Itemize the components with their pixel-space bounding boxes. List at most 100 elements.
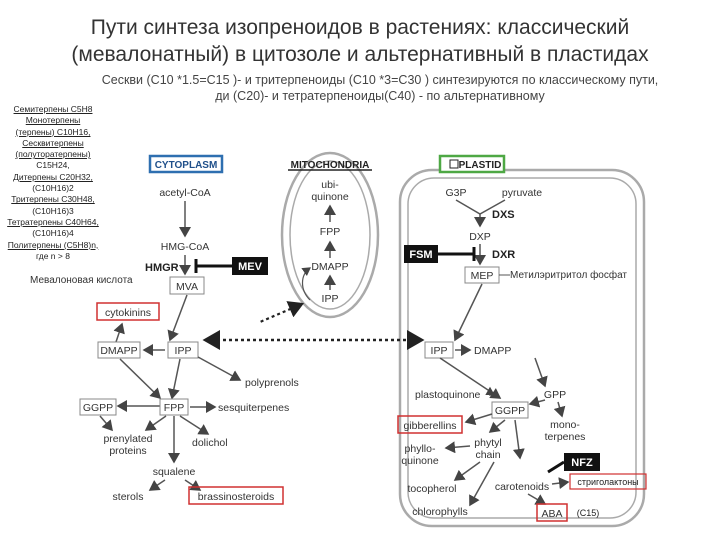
arrow xyxy=(167,294,188,342)
cytokinins-highlight: cytokinins xyxy=(96,302,160,321)
mitochondrion-inner-membrane xyxy=(289,160,371,310)
svg-text:cytokinins: cytokinins xyxy=(105,307,151,319)
carotenoids-node: carotenoids xyxy=(495,481,549,493)
arrow xyxy=(527,493,547,505)
nfz-inhibition-line xyxy=(547,460,565,474)
plastid-header: PLASTID xyxy=(438,154,506,174)
svg-text:ABA: ABA xyxy=(541,508,562,520)
svg-text:GGPP: GGPP xyxy=(495,405,525,417)
terpene-class-list: Семитерпены C5H8 Монотерпены (терпены) C… xyxy=(2,104,104,262)
terpene-item[interactable]: Политерпены (C5H8)n, xyxy=(7,239,99,250)
arrow xyxy=(512,419,525,460)
title-line-2: (мевалонатный) в цитозоле и альтернативн… xyxy=(71,43,649,66)
svg-text:FPP: FPP xyxy=(164,402,184,414)
terpene-item: (C10H16)2 xyxy=(32,183,74,194)
terpene-item[interactable]: (терпены) C10H16, xyxy=(15,126,91,137)
mitochondrion-outline xyxy=(280,151,380,319)
svg-text:MVA: MVA xyxy=(176,281,198,293)
terpene-item[interactable]: (полуторатерпены) xyxy=(15,149,91,160)
gibberellins-highlight: gibberellins xyxy=(397,415,463,434)
mito-ipp-node: IPP xyxy=(322,293,339,305)
arrow xyxy=(528,395,546,408)
ubiquinone-line-1: ubi- xyxy=(321,179,339,191)
aba-highlight: ABA xyxy=(536,503,568,522)
arrow xyxy=(113,322,125,343)
dolichol-node: dolichol xyxy=(192,437,228,449)
terpene-item[interactable]: Тритерпены C30H48, xyxy=(11,194,95,205)
arrow xyxy=(144,415,167,431)
svg-text:NFZ: NFZ xyxy=(571,457,593,469)
cyto-ipp-node: IPP xyxy=(167,341,199,359)
squalene-node: squalene xyxy=(153,466,196,478)
mito-exchange-arrow xyxy=(259,301,305,324)
terpene-item[interactable]: Семитерпены C5H8 xyxy=(13,104,93,114)
arrow xyxy=(301,267,311,301)
arrow xyxy=(148,479,166,491)
page-title: Пути синтеза изопреноидов в растениях: к… xyxy=(0,14,720,68)
arrow xyxy=(553,401,566,418)
arrow xyxy=(119,358,162,400)
chlorophylls-node: chlorophylls xyxy=(412,506,467,518)
terpene-item[interactable]: Сесквитерпены xyxy=(22,137,84,148)
terpene-item[interactable]: Дитерпены C20H32, xyxy=(13,171,93,182)
brassinosteroids-highlight: brassinosteroids xyxy=(188,486,284,505)
svg-text:MEV: MEV xyxy=(238,261,263,273)
svg-text:gibberellins: gibberellins xyxy=(403,420,456,432)
svg-text:IPP: IPP xyxy=(431,345,448,357)
plastid-ipp-node: IPP xyxy=(424,341,454,359)
prenylated-node: prenylated xyxy=(103,433,152,445)
arrow xyxy=(444,441,471,454)
strigolactones-highlight: стриголактоны xyxy=(569,473,647,490)
terpene-item: (C10H16)4 xyxy=(32,228,74,239)
svg-text:CYTOPLASM: CYTOPLASM xyxy=(155,160,218,171)
mitochondria-header: MITOCHONDRIA xyxy=(288,160,372,171)
mito-fpp-node: FPP xyxy=(320,226,340,238)
monoterpenes-line-2: terpenes xyxy=(545,431,586,443)
svg-text:стриголактоны: стриголактоны xyxy=(577,477,638,487)
cytoplasm-header: CYTOPLASM xyxy=(148,154,224,174)
acetyl-coa-node: acetyl-CoA xyxy=(159,187,210,199)
arrow xyxy=(464,413,493,426)
subtitle-line-1: Сескви (C10 *1.5=C15 )- и тритерпеноиды … xyxy=(101,73,659,87)
subtitle-line-2: ди (C20)- и тетратерпеноиды(C40) - по ал… xyxy=(215,89,545,103)
tocopherol-node: tocopherol xyxy=(407,483,456,495)
arrow xyxy=(184,479,202,491)
svg-text:brassinosteroids: brassinosteroids xyxy=(198,491,274,503)
arrow xyxy=(197,356,242,381)
terpene-item[interactable]: Тетратерпены C40H64, xyxy=(7,216,99,227)
phytyl-line-2: chain xyxy=(475,449,500,461)
phytyl-line-1: phytyl xyxy=(474,437,501,449)
nfz-inhibitor-box: NFZ xyxy=(564,453,600,471)
plastid-dmapp-node: DMAPP xyxy=(474,345,511,357)
arrow xyxy=(167,358,181,400)
mep-label: Метилэритритол фосфат xyxy=(510,270,628,281)
monoterpenes-line-1: mono- xyxy=(550,419,580,431)
terpene-item: (C10H16)3 xyxy=(32,205,74,216)
cyto-fpp-node: FPP xyxy=(159,398,189,416)
mva-node: MVA xyxy=(169,276,205,295)
arrow xyxy=(99,415,113,432)
svg-text:MITOCHONDRIA: MITOCHONDRIA xyxy=(291,160,370,171)
dxr-enzyme: DXR xyxy=(492,249,515,261)
cyto-ggpp-node: GGPP xyxy=(79,398,117,416)
arrow xyxy=(534,357,548,388)
plastid-ggpp-node: GGPP xyxy=(491,401,529,419)
svg-text:MEP: MEP xyxy=(471,270,494,282)
c15-label: (С15) xyxy=(577,508,600,518)
pyruvate-node: pyruvate xyxy=(502,187,542,199)
arrow xyxy=(453,283,483,342)
svg-text:GGPP: GGPP xyxy=(83,402,113,414)
arrow xyxy=(179,415,210,435)
plastoquinone-node: plastoquinone xyxy=(415,389,481,401)
arrow xyxy=(488,419,506,433)
mito-dmapp-node: DMAPP xyxy=(311,261,348,273)
g3p-node: G3P xyxy=(445,187,466,199)
mevalonic-acid-label: Мевалоновая кислота xyxy=(30,275,133,286)
terpene-item[interactable]: Монотерпены xyxy=(25,115,81,126)
fsm-inhibitor-box: FSM xyxy=(404,245,438,263)
gpp-node: GPP xyxy=(544,389,566,401)
terpene-item: где n > 8 xyxy=(36,250,70,261)
dxs-enzyme: DXS xyxy=(492,209,515,221)
arrow xyxy=(453,461,481,481)
